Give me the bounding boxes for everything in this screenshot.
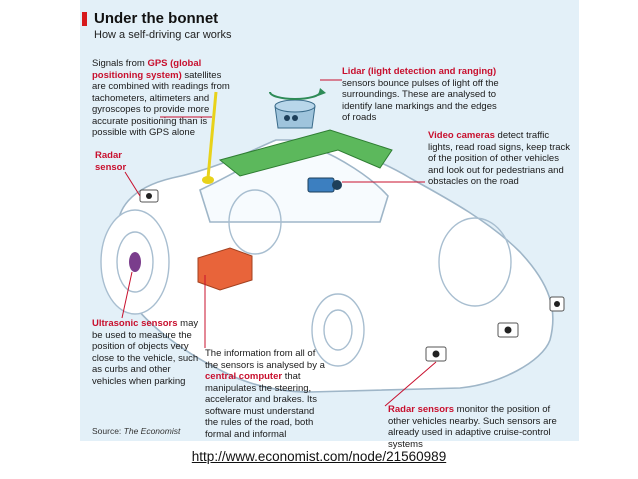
radar-lens [504, 326, 512, 334]
radar-lens [432, 350, 440, 358]
title-accent [82, 12, 87, 26]
callout-highlight: GPS (global positioning system) [92, 58, 202, 81]
gps-antenna-base [202, 176, 214, 184]
callout-text: detect traffic lights, read road signs, … [428, 130, 571, 187]
camera-lens [332, 180, 342, 190]
infographic-subtitle: How a self-driving car works [94, 29, 232, 41]
car-illustration [100, 79, 565, 407]
rear-right-wheel [438, 217, 512, 307]
computer-callout: The information from all of the sensors … [205, 348, 325, 440]
source-credit: Source: The Economist [92, 426, 180, 436]
callout-highlight: Ultrasonic sensors [92, 318, 178, 329]
lidar-lens [284, 115, 290, 121]
gps-callout: Signals from GPS (global positioning sys… [92, 58, 232, 139]
infographic-title: Under the bonnet [94, 10, 219, 27]
radar-lens [146, 193, 152, 199]
source-name: The Economist [123, 426, 181, 436]
video-callout: Video cameras detect traffic lights, rea… [428, 130, 576, 188]
central-computer [197, 247, 253, 291]
lidar-roof-mount [218, 129, 393, 177]
callout-highlight: central computer [205, 371, 283, 382]
radar-callout: Radar sensors monitor the position of ot… [388, 404, 573, 450]
ultrasonic-sensor [129, 252, 141, 272]
radar-leader-line [124, 171, 141, 197]
callout-highlight: Video cameras [428, 130, 495, 141]
lidar-callout: Lidar (light detection and ranging) sens… [342, 66, 502, 124]
ultrasonic-callout: Ultrasonic sensors may be used to measur… [92, 318, 204, 387]
radar-sensor-label: Radar sensor [95, 150, 127, 173]
lidar-lens [292, 115, 298, 121]
radar-lens [554, 301, 560, 307]
source-label: Source: [92, 426, 124, 436]
rotation-arrowhead [318, 88, 326, 96]
callout-text: may be used to measure the position of o… [92, 318, 199, 387]
callout-highlight: Lidar (light detection and ranging) [342, 66, 497, 77]
front-right-wheel [311, 293, 365, 367]
callout-highlight: Radar sensors [388, 404, 455, 415]
callout-text: The information from all of the sensors … [205, 348, 325, 371]
callout-text: Signals from [92, 58, 148, 69]
front-left-hub [116, 231, 154, 293]
gps-antenna [206, 91, 218, 179]
lidar-rotation-arrow [269, 91, 321, 100]
rear-left-wheel [228, 189, 282, 255]
radar-leader-line [384, 361, 437, 407]
callout-text: satellites are combined with readings fr… [92, 69, 230, 139]
front-right-hub [323, 309, 353, 351]
lidar-top [274, 99, 316, 113]
callout-text: monitor the position of other vehicles n… [388, 404, 557, 450]
source-url-link[interactable]: http://www.economist.com/node/21560989 [191, 449, 447, 464]
callout-text: that manipulates the steering, accelerat… [205, 371, 317, 440]
video-camera [307, 177, 335, 193]
callout-text: sensors bounce pulses of light off the s… [342, 77, 499, 124]
ultrasonic-leader-line [121, 271, 133, 319]
